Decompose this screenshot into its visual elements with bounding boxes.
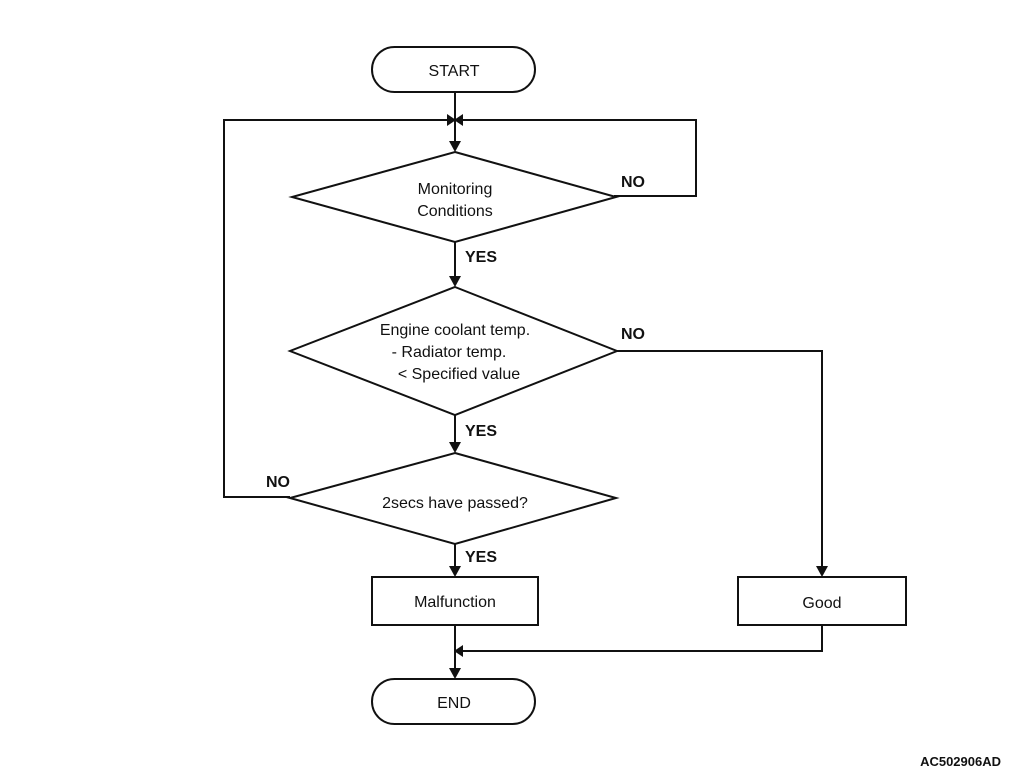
arrowhead-into-decision1 — [449, 141, 461, 152]
malfunction-label: Malfunction — [414, 594, 496, 611]
connectors — [223, 92, 823, 672]
decision1-yes-label: YES — [465, 249, 497, 266]
decision-coolant-temp: Engine coolant temp. - Radiator temp. < … — [287, 285, 620, 417]
decision2-no-label: NO — [621, 326, 645, 343]
arrowhead-loop-left — [447, 114, 456, 126]
figure-code: AC502906AD — [920, 754, 1001, 769]
decision3-shape — [286, 451, 620, 546]
good-label: Good — [802, 595, 841, 612]
connector-decision1-no-loop — [463, 119, 697, 197]
decision1-line-1: Monitoring — [418, 181, 493, 198]
decision2-line-1: Engine coolant temp. — [380, 322, 530, 339]
good-shape — [737, 576, 907, 626]
start-label: START — [429, 63, 480, 80]
end-shape — [371, 678, 536, 725]
connector-decision2-no — [616, 350, 823, 570]
decision1-no-label: NO — [621, 174, 645, 191]
arrowhead-loop-right — [454, 114, 463, 126]
decision1-line-2: Conditions — [417, 203, 493, 220]
arrowhead-into-good — [816, 566, 828, 577]
malfunction-process: Malfunction — [371, 576, 539, 626]
decision2-shape — [287, 285, 620, 417]
good-process: Good — [737, 576, 907, 626]
arrowheads — [447, 114, 828, 679]
end-terminator: END — [371, 678, 536, 725]
decision3-yes-label: YES — [465, 549, 497, 566]
start-terminator: START — [371, 46, 536, 93]
arrowhead-into-decision2 — [449, 276, 461, 287]
start-shape — [371, 46, 536, 93]
arrowhead-into-decision3 — [449, 442, 461, 453]
arrowhead-into-malfunction — [449, 566, 461, 577]
malfunction-shape — [371, 576, 539, 626]
end-label: END — [437, 695, 471, 712]
arrowhead-into-end — [449, 668, 461, 679]
decision2-line-2: - Radiator temp. — [392, 344, 507, 361]
arrowhead-good-merge — [454, 645, 463, 657]
decision3-no-label: NO — [266, 474, 290, 491]
decision2-line-3: < Specified value — [398, 366, 520, 383]
decision-monitoring-conditions: Monitoring Conditions — [288, 150, 620, 244]
decision1-shape — [288, 150, 620, 244]
decision3-line-1: 2secs have passed? — [382, 495, 528, 512]
connector-good-to-end — [463, 625, 823, 652]
decision-2secs-passed: 2secs have passed? — [286, 451, 620, 546]
decision2-yes-label: YES — [465, 423, 497, 440]
connector-decision3-no-loop — [223, 119, 447, 498]
